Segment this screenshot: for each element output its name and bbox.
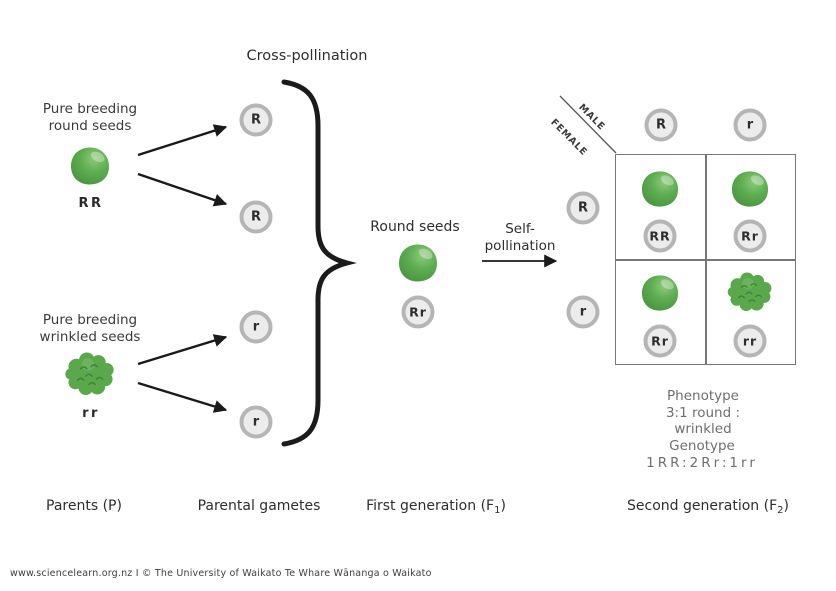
footer-credit: www.sciencelearn.org.nz I © The Universi… — [10, 568, 432, 579]
genotype-title: Genotype — [669, 438, 735, 454]
punnett-cell-genotype-RR: RR — [643, 219, 677, 253]
punnett-cell-genotype-Rr2: Rr — [643, 324, 677, 358]
parent-wrinkled-genotype: rr — [82, 406, 100, 421]
round-seed-icon — [71, 147, 109, 185]
self-pollination-line2: pollination — [484, 237, 556, 254]
curly-brace — [281, 79, 357, 447]
punnett-grid — [615, 154, 796, 365]
gamete-circle-R1: R — [239, 103, 273, 137]
gamete-circle-r1: r — [239, 310, 273, 344]
punnett-cell-genotype-Rr1: Rr — [733, 219, 767, 253]
parent-round-genotype: RR — [78, 196, 104, 211]
cross-arrows — [137, 124, 228, 413]
round-seed-icon — [399, 244, 437, 282]
punnett-row-header-R: R — [566, 191, 600, 225]
stage-label-f1-post: ) — [500, 498, 506, 514]
gamete-circle-r2: r — [239, 405, 273, 439]
gamete-circle-R2: R — [239, 200, 273, 234]
stage-label-second-generation: Second generation (F2) — [627, 498, 789, 516]
phenotype-title: Phenotype — [667, 388, 739, 404]
punnett-grid-horizontal-divider — [616, 259, 795, 261]
arrow-wrinkled-to-gamete-1 — [137, 334, 228, 366]
stage-label-first-generation: First generation (F1) — [366, 498, 506, 516]
punnett-col-header-R: R — [644, 108, 678, 142]
parent-round-label-line2: round seeds — [48, 118, 132, 134]
arrow-round-to-gamete-1 — [137, 124, 228, 157]
stage-label-parental-gametes: Parental gametes — [197, 498, 321, 514]
stage-label-f1-pre: First generation (F — [366, 498, 495, 514]
self-pollination-line1: Self- — [505, 221, 535, 237]
f1-phenotype-label: Round seeds — [370, 219, 460, 235]
parent-wrinkled-label-line2: wrinkled seeds — [39, 329, 141, 345]
parent-round-label: Pure breeding round seeds — [43, 101, 137, 135]
punnett-cell-genotype-rr: rr — [733, 324, 767, 358]
wrinkled-seed-icon — [64, 351, 115, 396]
cross-pollination-label: Cross-pollination — [246, 48, 368, 64]
stage-label-f2-post: ) — [783, 498, 789, 514]
parent-wrinkled-label-line1: Pure breeding — [42, 312, 138, 328]
parent-round-label-line1: Pure breeding — [42, 101, 138, 117]
stage-label-f2-pre: Second generation (F — [627, 498, 778, 514]
arrow-wrinkled-to-gamete-2 — [137, 381, 228, 413]
self-pollination-label: Self- pollination — [485, 221, 556, 254]
genotype-ratio: 1RR:2Rr:1rr — [646, 455, 758, 471]
punnett-diagonal-line — [559, 95, 617, 154]
stage-label-f2-sub: 2 — [777, 505, 784, 516]
stage-label-f1-sub: 1 — [494, 505, 501, 516]
f1-genotype-circle: Rr — [401, 295, 435, 329]
punnett-col-header-r: r — [733, 108, 767, 142]
punnett-row-header-r: r — [566, 295, 600, 329]
stage-label-parents: Parents (P) — [46, 498, 122, 514]
arrow-round-to-gamete-2 — [137, 172, 228, 207]
parent-wrinkled-label: Pure breeding wrinkled seeds — [40, 312, 141, 346]
phenotype-ratio: 3:1 round : wrinkled — [665, 405, 741, 437]
